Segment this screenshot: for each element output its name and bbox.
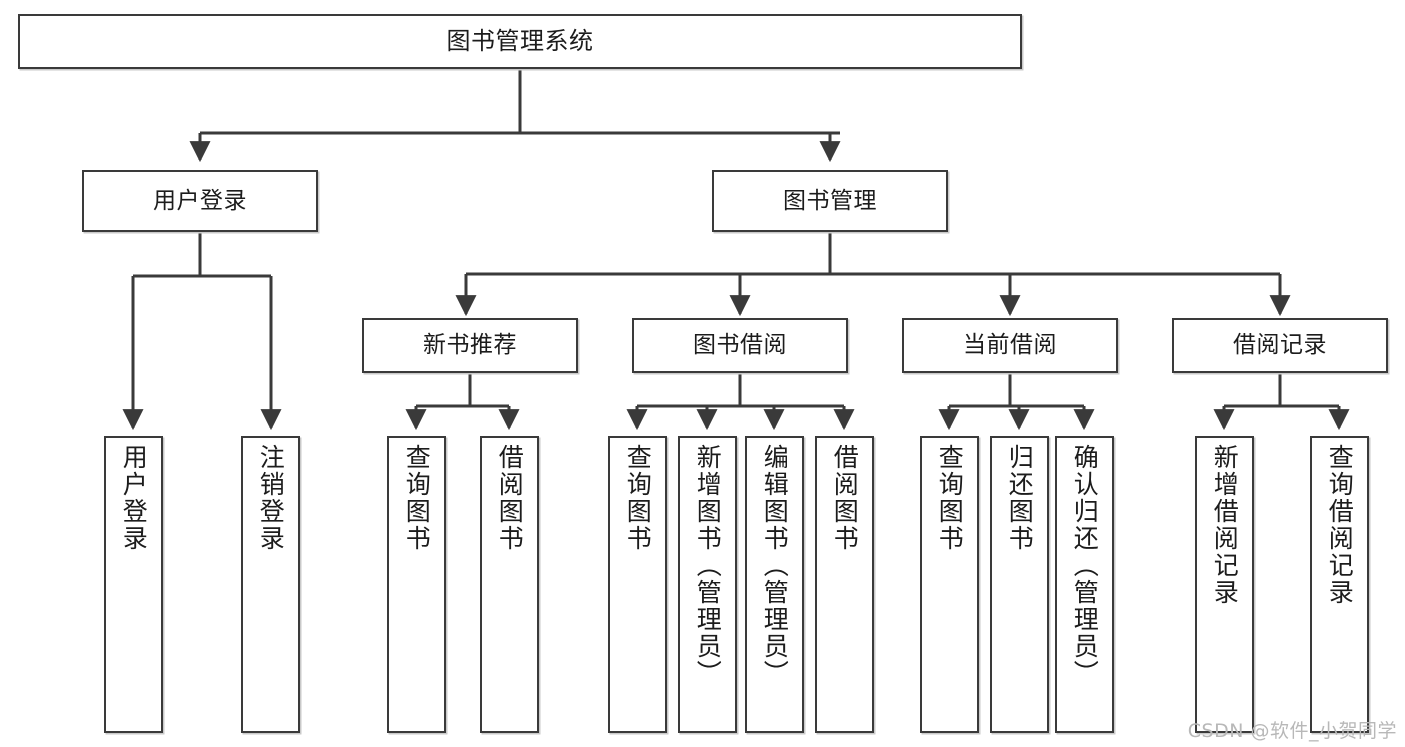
node-leaf-query-record-label: 查询借阅记录 [1325,444,1355,606]
node-new-book-recommend[interactable]: 新书推荐 [362,318,578,373]
node-book-manage[interactable]: 图书管理 [712,170,948,232]
node-leaf-user-login[interactable]: 用户登录 [104,436,163,733]
node-leaf-add-book-label: 新增图书（管理员） [693,444,723,687]
node-book-borrow-label: 图书借阅 [693,332,787,359]
node-leaf-borrow-book-2-label: 借阅图书 [830,444,860,552]
node-user-login-label: 用户登录 [153,187,247,214]
node-leaf-add-book[interactable]: 新增图书（管理员） [678,436,737,733]
node-root[interactable]: 图书管理系统 [18,14,1022,69]
node-new-book-recommend-label: 新书推荐 [423,332,517,359]
node-borrow-record[interactable]: 借阅记录 [1172,318,1388,373]
node-leaf-user-login-label: 用户登录 [119,444,149,552]
node-leaf-edit-book[interactable]: 编辑图书（管理员） [745,436,804,733]
node-leaf-confirm-return[interactable]: 确认归还（管理员） [1055,436,1114,733]
node-borrow-record-label: 借阅记录 [1233,332,1327,359]
node-leaf-add-record-label: 新增借阅记录 [1210,444,1240,606]
node-leaf-query-book-3-label: 查询图书 [935,444,965,552]
node-leaf-query-book-3[interactable]: 查询图书 [920,436,979,733]
node-leaf-borrow-book-2[interactable]: 借阅图书 [815,436,874,733]
node-leaf-query-book-2[interactable]: 查询图书 [608,436,667,733]
node-book-manage-label: 图书管理 [783,187,877,214]
node-leaf-edit-book-label: 编辑图书（管理员） [760,444,790,687]
node-root-label: 图书管理系统 [446,26,594,55]
watermark: CSDN @软件_小贺同学 [1187,720,1397,742]
node-leaf-logout[interactable]: 注销登录 [241,436,300,733]
node-current-borrow-label: 当前借阅 [963,332,1057,359]
node-leaf-confirm-return-label: 确认归还（管理员） [1070,444,1100,687]
node-current-borrow[interactable]: 当前借阅 [902,318,1118,373]
node-leaf-borrow-book-1-label: 借阅图书 [495,444,525,552]
node-leaf-borrow-book-1[interactable]: 借阅图书 [480,436,539,733]
node-leaf-query-record[interactable]: 查询借阅记录 [1310,436,1369,733]
node-leaf-add-record[interactable]: 新增借阅记录 [1195,436,1254,733]
node-leaf-query-book-2-label: 查询图书 [623,444,653,552]
node-leaf-query-book-1[interactable]: 查询图书 [387,436,446,733]
node-leaf-logout-label: 注销登录 [256,444,286,552]
node-leaf-return-book-label: 归还图书 [1005,444,1035,552]
node-user-login[interactable]: 用户登录 [82,170,318,232]
node-leaf-query-book-1-label: 查询图书 [402,444,432,552]
node-leaf-return-book[interactable]: 归还图书 [990,436,1049,733]
node-book-borrow[interactable]: 图书借阅 [632,318,848,373]
